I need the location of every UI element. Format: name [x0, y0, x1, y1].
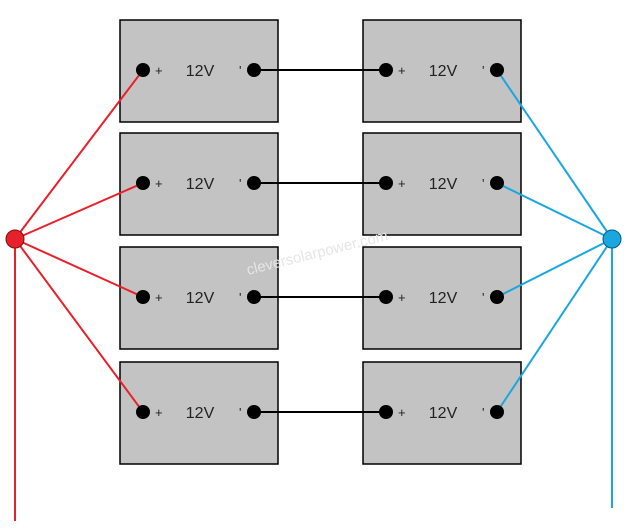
positive-terminal	[379, 63, 393, 77]
battery-voltage-label: 12V	[429, 405, 458, 422]
negative-terminal	[490, 405, 504, 419]
positive-terminal	[136, 290, 150, 304]
positive-terminal	[379, 176, 393, 190]
positive-sign: +	[398, 63, 406, 78]
battery-voltage-label: 12V	[429, 176, 458, 193]
battery-voltage-label: 12V	[429, 63, 458, 80]
positive-wire	[14, 69, 144, 240]
positive-terminal	[379, 290, 393, 304]
negative-sign: '	[482, 290, 484, 305]
negative-terminal	[490, 176, 504, 190]
positive-sign: +	[155, 63, 163, 78]
battery-voltage-label: 12V	[186, 63, 215, 80]
positive-terminal	[136, 176, 150, 190]
negative-wire	[496, 69, 613, 240]
negative-sign: '	[239, 63, 241, 78]
negative-terminal	[247, 290, 261, 304]
negative-sign: '	[239, 405, 241, 420]
negative-terminal	[490, 63, 504, 77]
negative-junction-node	[602, 229, 622, 249]
positive-sign: +	[155, 290, 163, 305]
positive-junction-node	[5, 229, 25, 249]
negative-sign: '	[482, 405, 484, 420]
positive-sign: +	[398, 405, 406, 420]
negative-sign: '	[239, 290, 241, 305]
battery-voltage-label: 12V	[186, 405, 215, 422]
positive-sign: +	[398, 290, 406, 305]
positive-sign: +	[155, 176, 163, 191]
positive-wire	[14, 238, 144, 413]
positive-sign: +	[398, 176, 406, 191]
negative-sign: '	[482, 63, 484, 78]
positive-wire	[14, 182, 144, 240]
negative-terminal	[490, 290, 504, 304]
positive-terminal	[379, 405, 393, 419]
battery-voltage-label: 12V	[186, 290, 215, 307]
negative-sign: '	[482, 176, 484, 191]
positive-terminal	[136, 405, 150, 419]
positive-terminal	[136, 63, 150, 77]
negative-terminal	[247, 405, 261, 419]
battery-voltage-label: 12V	[429, 290, 458, 307]
positive-sign: +	[155, 405, 163, 420]
negative-sign: '	[239, 176, 241, 191]
negative-terminal	[247, 176, 261, 190]
negative-terminal	[247, 63, 261, 77]
negative-wire	[496, 238, 613, 413]
negative-wire	[496, 238, 613, 298]
battery-voltage-label: 12V	[186, 176, 215, 193]
positive-wire	[14, 238, 144, 298]
negative-wire	[496, 182, 613, 240]
